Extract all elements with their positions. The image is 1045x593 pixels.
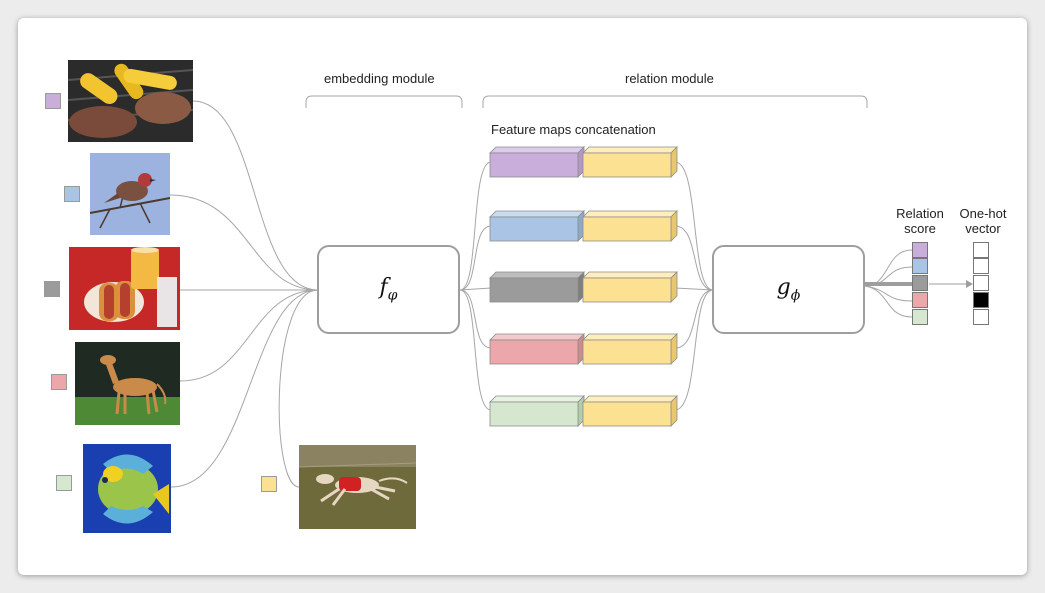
feature-maps-label: Feature maps concatenation [491,122,656,137]
onehot-cell-5 [973,309,989,325]
embedding-module-box: fφ [317,245,460,334]
swatch-yellow [261,476,277,492]
score-cell-purple [912,242,928,258]
swatch-purple [45,93,61,109]
support-image-bird [90,153,170,235]
onehot-cell-3 [973,275,989,291]
score-cell-gray [912,275,928,291]
score-cell-green [912,309,928,325]
g-phi-symbol: gϕ [776,275,801,304]
score-cell-blue [912,258,928,274]
relation-score-label: Relation score [896,206,944,236]
swatch-blue [64,186,80,202]
support-image-corn [68,60,193,142]
onehot-vector-label: One-hot vector [959,206,1007,236]
onehot-cell-1 [973,242,989,258]
swatch-pink [51,374,67,390]
onehot-cell-4-active [973,292,989,308]
support-image-dog [75,342,180,425]
score-cell-pink [912,292,928,308]
swatch-green [56,475,72,491]
onehot-cell-2 [973,258,989,274]
relation-module-label: relation module [625,71,714,86]
relation-module-box: gϕ [712,245,865,334]
support-image-fish [83,444,171,533]
query-image-running-dog [299,445,416,529]
f-phi-symbol: fφ [379,275,398,304]
swatch-gray [44,281,60,297]
support-image-hotdogs [69,247,180,330]
embedding-module-label: embedding module [324,71,435,86]
